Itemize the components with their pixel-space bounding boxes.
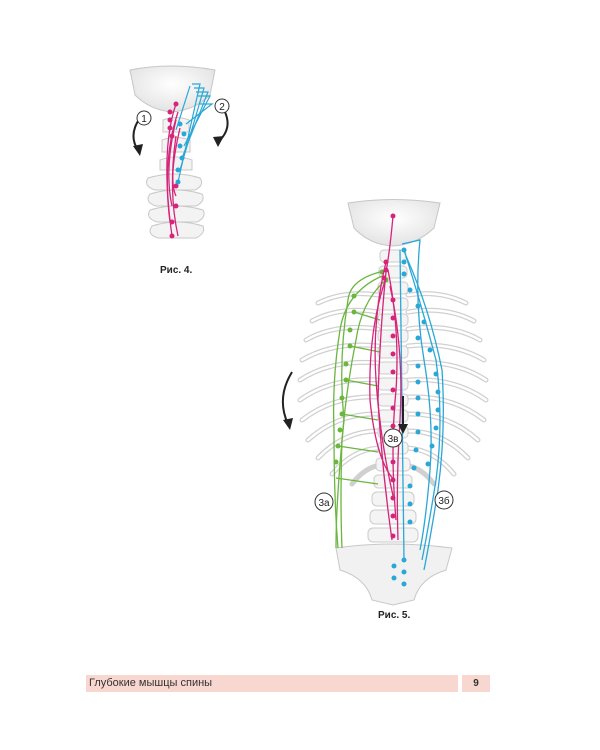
label-3v: 3в <box>388 434 399 445</box>
muscle-3v-points <box>381 213 396 539</box>
figure-4-cyan-points <box>175 121 187 185</box>
skull-base-large <box>347 199 441 247</box>
figure-5-caption: Рис. 5. <box>378 610 411 621</box>
rotation-arrow-head <box>283 418 293 430</box>
muscle-3a-fibers <box>332 271 387 549</box>
label-3b: 3б <box>438 495 450 507</box>
footer-bar <box>86 675 458 692</box>
arrow-head-2 <box>213 136 224 147</box>
muscle-3b-points <box>391 247 441 587</box>
figure-4-neck-diagram: 1 2 <box>129 65 230 239</box>
footer-section-title: Глубокие мышцы спины <box>89 677 213 689</box>
figure-5-back-diagram: 3в 3а 3б <box>281 199 489 606</box>
sacrum <box>335 543 453 606</box>
down-arrow-head <box>398 424 408 434</box>
arrow-head-1 <box>133 144 143 156</box>
label-circle-2 <box>214 98 230 114</box>
figure-4-magenta-points <box>167 101 179 239</box>
label-3a: 3а <box>318 498 330 509</box>
label-1: 1 <box>141 114 147 125</box>
label-2: 2 <box>219 102 225 113</box>
page-number: 9 <box>462 675 490 692</box>
skull-base-small <box>129 65 216 113</box>
label-circle-3a <box>314 492 334 512</box>
figure-4-caption: Рис. 4. <box>160 265 193 276</box>
rotation-arrow <box>281 371 293 425</box>
label-circle-3b <box>434 490 454 510</box>
label-circle-3v <box>383 428 403 448</box>
figure-4-magenta-fibers <box>166 103 181 237</box>
label-circle-1 <box>136 110 152 126</box>
